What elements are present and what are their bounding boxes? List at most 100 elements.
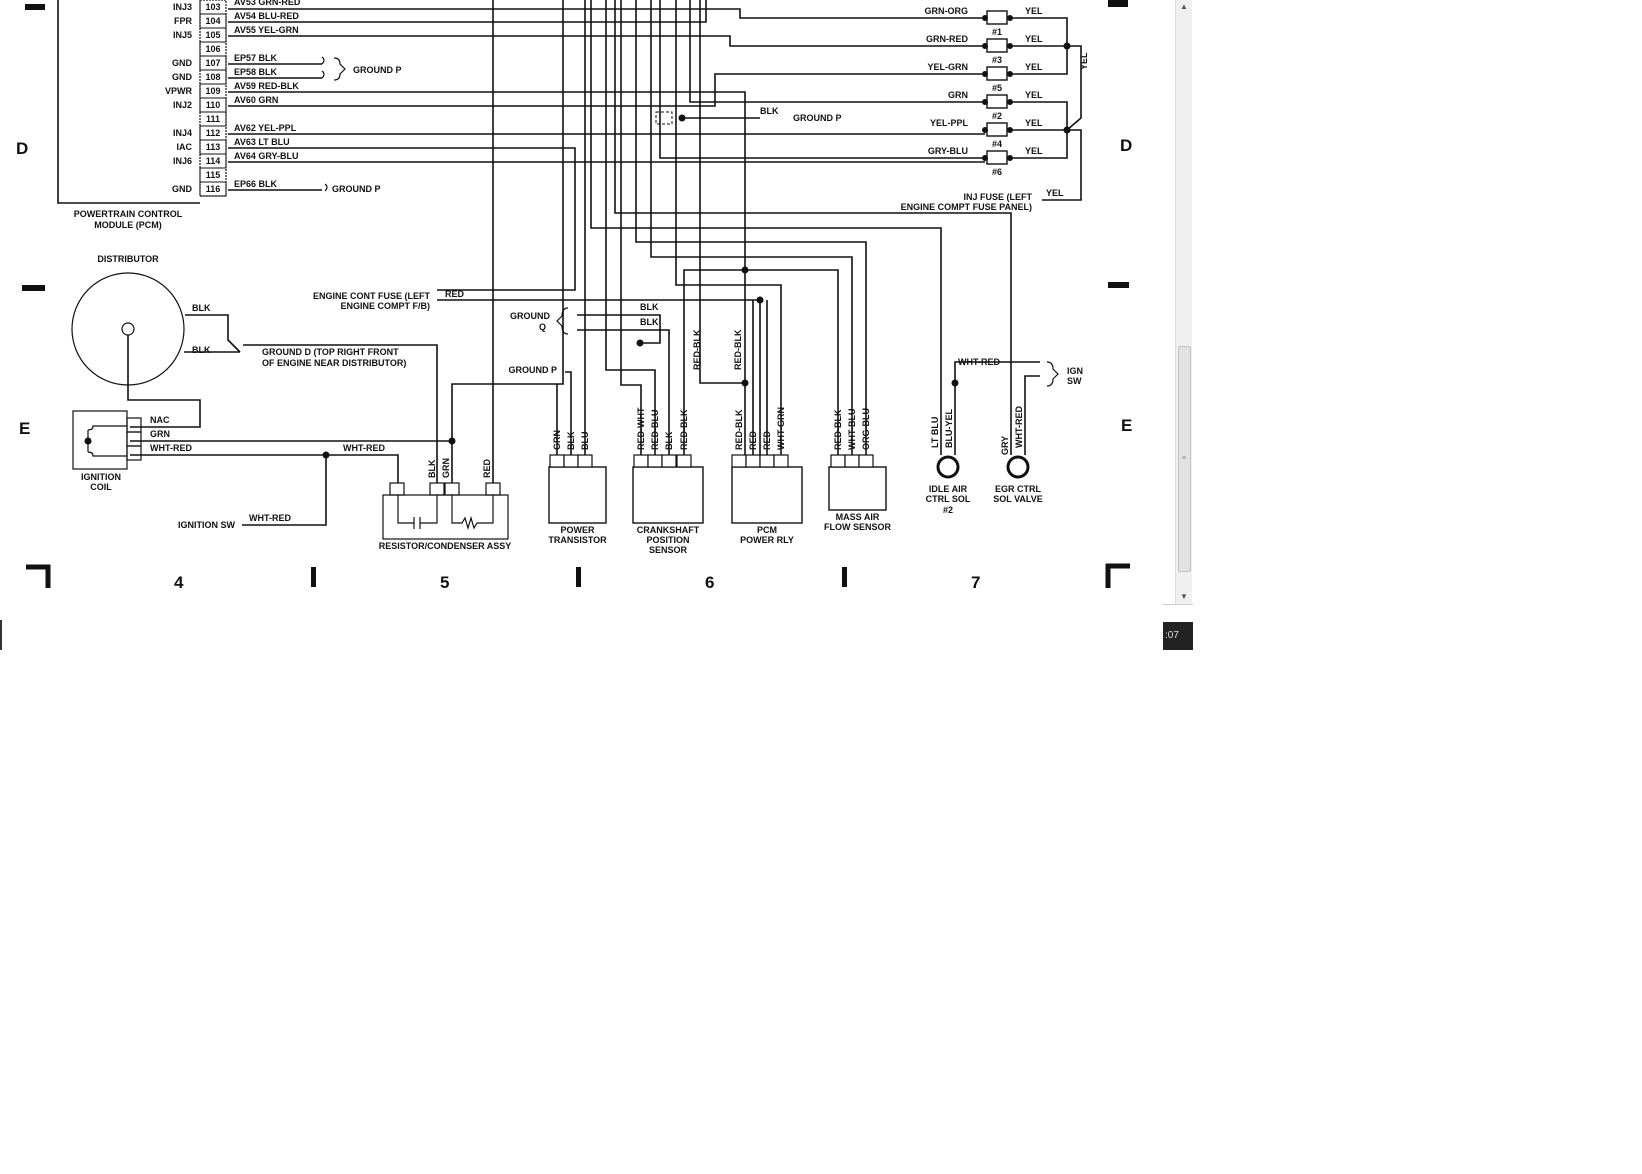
pcm-pin-function: INJ5 [173, 30, 192, 40]
wires [84, 0, 1082, 526]
wire-label: GRY [1000, 436, 1010, 455]
taskbar-clock: :07 [1163, 622, 1193, 650]
distributor-label: DISTRIBUTOR [97, 254, 159, 264]
injector-out-label: YEL [1025, 6, 1043, 16]
pcm-wire-label: AV54 BLU-RED [234, 11, 299, 21]
component-label: SOL VALVE [993, 494, 1043, 504]
injector [986, 66, 1008, 81]
wire-label: BLK [566, 431, 576, 450]
junction-dots [84, 42, 1071, 459]
pcm-wire-label: AV60 GRN [234, 95, 278, 105]
wire-label: WHT-BLU [847, 409, 857, 451]
pcm-pin-cell [199, 181, 227, 197]
wire-label: BLK [640, 302, 659, 312]
injector-number: #2 [992, 111, 1002, 121]
wire-label: BLK [192, 345, 211, 355]
pcm-pin-number: 108 [205, 72, 220, 82]
pcm-pin-function: GND [172, 58, 193, 68]
injector [986, 122, 1008, 137]
pcm-pin-number: 105 [205, 30, 220, 40]
injector [986, 38, 1008, 53]
injector-out-label: YEL [1025, 34, 1043, 44]
pcm-pin-number: 114 [206, 156, 221, 166]
grip-icon: ≡ [1182, 455, 1187, 462]
wire-label: WHT-RED [1014, 406, 1024, 448]
pcm-pin-function: IAC [177, 142, 193, 152]
injector-wire-label: YEL-GRN [928, 62, 969, 72]
fuse-label: ENGINE CONT FUSE (LEFT [313, 291, 431, 301]
pcm-pin-function: VPWR [165, 86, 193, 96]
pcm-wire-label: EP66 BLK [234, 179, 278, 189]
ground-label: Q [539, 322, 546, 332]
pcm-pin-function: INJ2 [173, 100, 192, 110]
wire-label: NAC [150, 415, 170, 425]
pcm-pin-number: 112 [206, 128, 221, 138]
wire-label: WHT-RED [249, 513, 291, 523]
wire-label: RED-BLK [733, 329, 743, 370]
component-label: IDLE AIR [929, 484, 968, 494]
injector-wire-label: YEL-PPL [930, 118, 969, 128]
wire-label: GRN [150, 429, 170, 439]
component-label: FLOW SENSOR [824, 522, 891, 532]
injector-wire-label: GRN [948, 90, 968, 100]
pcm-pin-function: INJ4 [173, 128, 192, 138]
component-label: TRANSISTOR [548, 535, 607, 545]
wire-label: RED-BLU [650, 410, 660, 451]
coil-label: COIL [90, 482, 112, 492]
pcm-pin-number: 109 [205, 86, 220, 96]
injector [986, 150, 1008, 165]
pcm-wire-label: AV63 LT BLU [234, 137, 290, 147]
injector-number: #6 [992, 167, 1002, 177]
pcm-pin-function: GND [172, 184, 193, 194]
component-label: RESISTOR/CONDENSER ASSY [379, 541, 512, 551]
resistor-condenser-assy: RESISTOR/CONDENSER ASSY BLK GRN RED [379, 458, 512, 551]
wire-label: BLK [664, 431, 674, 450]
pcm-pin-number: 110 [206, 100, 221, 110]
column-label: 4 [174, 573, 184, 592]
grid-markers: D D E E 4 5 6 7 [16, 0, 1132, 592]
injector-wire-label: GRN-RED [926, 34, 968, 44]
injector-out-label: YEL [1025, 62, 1043, 72]
column-label: 6 [705, 573, 714, 592]
wire-label: RED [748, 430, 758, 450]
ground-label: GROUND P [353, 65, 402, 75]
scroll-down-arrow-icon[interactable]: ▼ [1180, 592, 1188, 601]
ground-label: GROUND P [332, 184, 381, 194]
ignition-sw-label: IGNITION SW [178, 520, 236, 530]
wire-label: RED [762, 430, 772, 450]
wire-label: BLK [427, 459, 437, 478]
window-edge [0, 620, 2, 650]
component-label: EGR CTRL [995, 484, 1042, 494]
pcm-pin-number: 111 [206, 114, 220, 124]
injector [986, 10, 1008, 25]
wire-label: GRN [441, 458, 451, 478]
scrollbar-thumb[interactable]: ≡ [1178, 346, 1191, 572]
pcm-wire-label: AV64 GRY-BLU [234, 151, 299, 161]
vertical-scrollbar[interactable]: ▲ ≡ ▼ [1175, 0, 1192, 604]
wire-label: RED [482, 458, 492, 478]
wire-label: GRN [552, 430, 562, 450]
scroll-up-arrow-icon[interactable]: ▲ [1180, 2, 1188, 11]
wire-label: BLK [192, 303, 211, 313]
injector-wire-label: GRN-ORG [925, 6, 969, 16]
wire-label: RED-WHT [636, 407, 646, 450]
injector-wire-label: GRY-BLU [928, 146, 968, 156]
injector-out-label: YEL [1025, 90, 1043, 100]
pcm-pin-number: 115 [206, 170, 221, 180]
wire-label: YEL [1046, 188, 1064, 198]
injector-out-label: YEL [1025, 146, 1043, 156]
wire-label: WHT-RED [343, 443, 385, 453]
injector-out-label: YEL [1025, 118, 1043, 128]
pcm-title: POWERTRAIN CONTROL [74, 209, 183, 219]
row-label: E [1121, 416, 1132, 435]
injector-number: #3 [992, 55, 1002, 65]
ground-label: OF ENGINE NEAR DISTRIBUTOR) [262, 358, 406, 368]
injector-number: #5 [992, 83, 1002, 93]
wire-label: ORG-BLU [861, 408, 871, 450]
wire-label: BLK [760, 106, 779, 116]
